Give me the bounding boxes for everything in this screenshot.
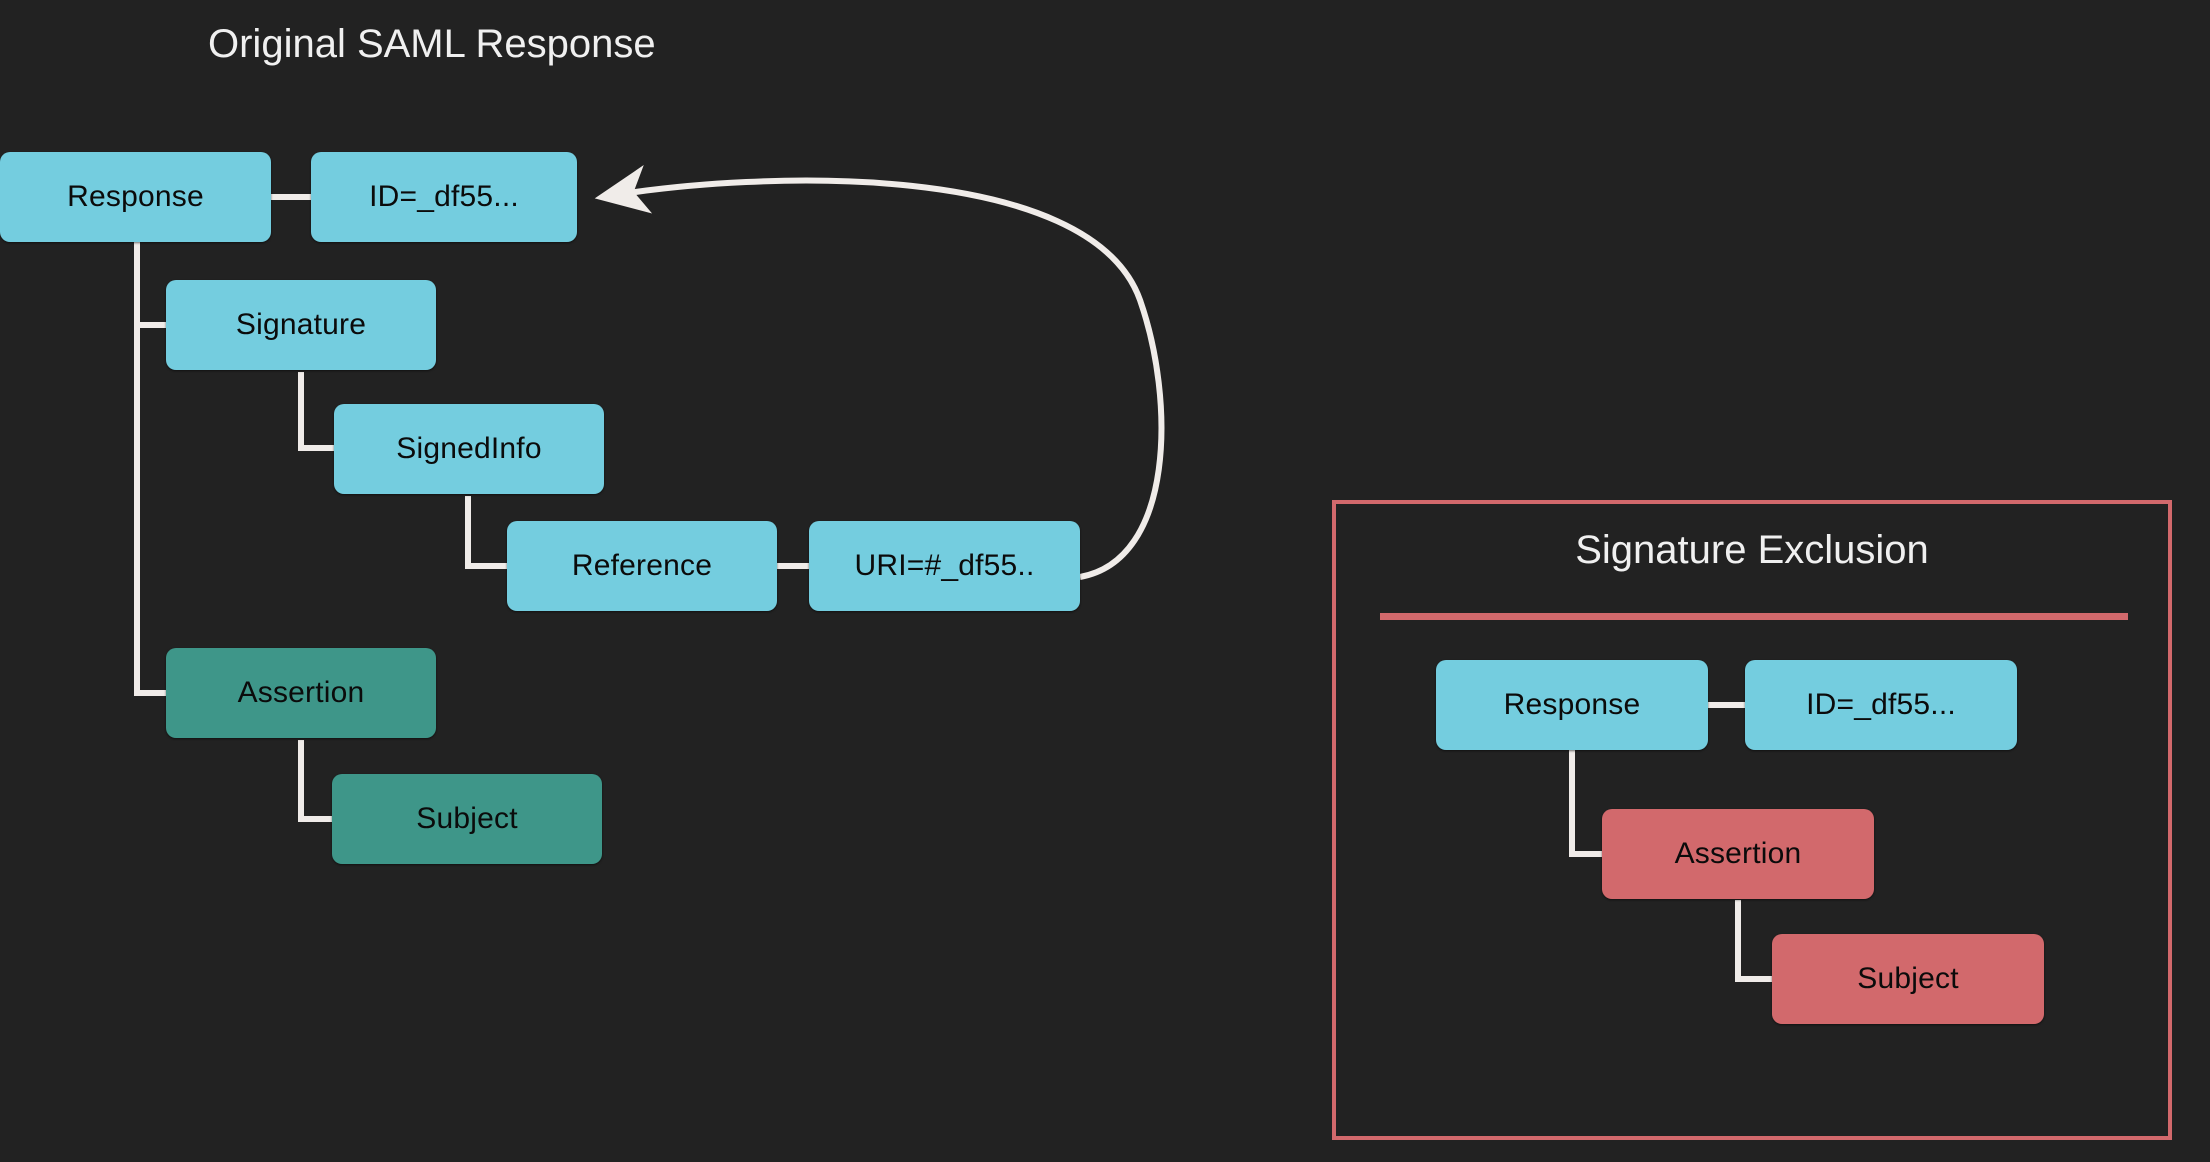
panel-divider: [1380, 613, 2128, 620]
signature-exclusion-panel: [1332, 500, 2172, 1140]
edge-signedinfo-reference: [465, 496, 507, 569]
edge-signature-signedinfo: [298, 372, 334, 451]
node-uri-attribute[interactable]: URI=#_df55..: [809, 521, 1080, 611]
node-id-attribute-excluded[interactable]: ID=_df55...: [1745, 660, 2017, 750]
node-response-excluded[interactable]: Response: [1436, 660, 1708, 750]
panel-title: Signature Exclusion: [1575, 528, 1929, 572]
node-response[interactable]: Response: [0, 152, 271, 242]
edge-response-assertion: [134, 197, 166, 696]
node-subject[interactable]: Subject: [332, 774, 602, 864]
node-id-attribute[interactable]: ID=_df55...: [311, 152, 577, 242]
node-assertion-excluded[interactable]: Assertion: [1602, 809, 1874, 899]
page-title: Original SAML Response: [208, 22, 656, 66]
node-subject-excluded[interactable]: Subject: [1772, 934, 2044, 1024]
node-assertion[interactable]: Assertion: [166, 648, 436, 738]
edge-uri-id-curved: [594, 165, 1165, 580]
node-reference[interactable]: Reference: [507, 521, 777, 611]
node-signature[interactable]: Signature: [166, 280, 436, 370]
edge-assertion-subject: [298, 740, 332, 822]
node-signedinfo[interactable]: SignedInfo: [334, 404, 604, 494]
